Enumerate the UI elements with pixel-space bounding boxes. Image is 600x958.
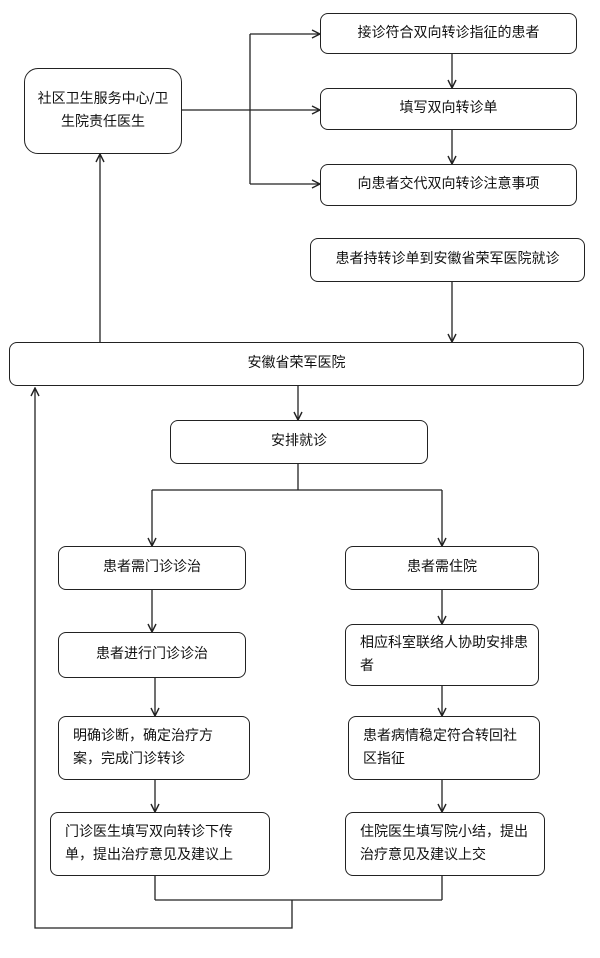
split-line (152, 464, 442, 491)
community-clinic-label: 社区卫生服务中心/卫生院责任医生 (37, 90, 169, 130)
outpatient-treat-label: 患者进行门诊诊治 (96, 646, 208, 663)
fill-form-label: 填写双向转诊单 (399, 100, 498, 117)
referral-indication-box: 接诊符合双向转诊指征的患者 (320, 13, 577, 54)
arrange-label: 安排就诊 (271, 433, 327, 450)
patient-visit-label: 患者持转诊单到安徽省荣军医院就诊 (335, 251, 560, 268)
discharge-summary-label: 住院医生填写院小结，提出治疗意见及建议上交 (360, 823, 528, 863)
outpatient-need-box: 患者需门诊诊治 (58, 546, 246, 590)
fill-form-box: 填写双向转诊单 (320, 88, 577, 130)
referral-indication-label: 接诊符合双向转诊指征的患者 (357, 24, 540, 41)
community-clinic-box: 社区卫生服务中心/卫生院责任医生 (24, 68, 182, 154)
patient-visit-box: 患者持转诊单到安徽省荣军医院就诊 (310, 238, 585, 282)
outpatient-treat-box: 患者进行门诊诊治 (58, 632, 246, 678)
return-line (35, 388, 443, 929)
stable-box: 患者病情稳定符合转回社区指征 (348, 716, 540, 780)
explain-notes-box: 向患者交代双向转诊注意事项 (320, 164, 577, 206)
hospital-label: 安徽省荣军医院 (247, 355, 346, 372)
diagnosis-label: 明确诊断，确定治疗方案，完成门诊转诊 (73, 727, 213, 767)
discharge-summary-box: 住院医生填写院小结，提出治疗意见及建议上交 (345, 812, 545, 876)
explain-notes-label: 向患者交代双向转诊注意事项 (357, 176, 540, 193)
inpatient-need-label: 患者需住院 (407, 559, 477, 576)
dept-contact-box: 相应科室联络人协助安排患者 (345, 624, 539, 686)
arrange-box: 安排就诊 (170, 420, 428, 464)
hospital-box: 安徽省荣军医院 (9, 342, 584, 386)
diagnosis-box: 明确诊断，确定治疗方案，完成门诊转诊 (58, 716, 250, 780)
inpatient-need-box: 患者需住院 (345, 546, 539, 590)
outpatient-form-label: 门诊医生填写双向转诊下传单，提出治疗意见及建议上 (65, 823, 233, 863)
stable-label: 患者病情稳定符合转回社区指征 (363, 727, 517, 767)
outpatient-form-box: 门诊医生填写双向转诊下传单，提出治疗意见及建议上 (50, 812, 270, 876)
dept-contact-label: 相应科室联络人协助安排患者 (360, 634, 528, 674)
outpatient-need-label: 患者需门诊诊治 (103, 559, 201, 576)
